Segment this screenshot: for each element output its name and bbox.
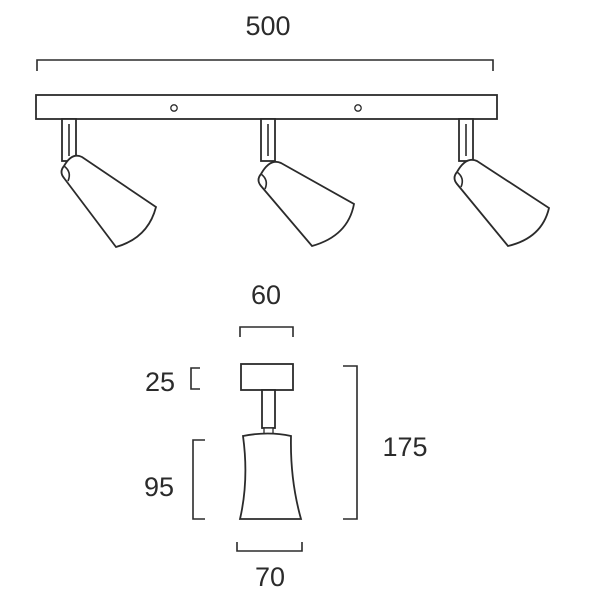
spotlight-bar-front-view: 500: [35, 11, 551, 249]
shade-width-label: 70: [255, 562, 285, 592]
base-height-bracket: [190, 367, 200, 390]
shade-width-bracket: [236, 542, 303, 552]
spotlight-head: [60, 118, 158, 249]
spot-stem: [261, 389, 276, 429]
base-height-label: 25: [145, 367, 175, 397]
spot-shade: [60, 154, 158, 249]
total-height-bracket: [343, 365, 358, 520]
shade-height-bracket: [192, 439, 205, 520]
total-height-label: 175: [382, 432, 427, 462]
shade-height-label: 95: [144, 472, 174, 502]
base-width-bracket: [239, 326, 294, 337]
bar-length-label: 500: [245, 11, 290, 41]
spotlight-head: [453, 118, 551, 248]
spot-shade: [257, 160, 356, 248]
single-spot-dimension-view: 60 25 95 175 70: [144, 280, 428, 592]
spot-shade: [453, 158, 551, 248]
mounting-bar: [35, 94, 498, 120]
spotlight-head: [257, 118, 356, 248]
spot-shade: [238, 432, 303, 520]
base-width-label: 60: [251, 280, 281, 310]
mounting-hole: [354, 104, 362, 112]
mounting-hole: [170, 104, 178, 112]
bar-length-bracket: [36, 59, 494, 71]
ceiling-base: [240, 363, 294, 391]
